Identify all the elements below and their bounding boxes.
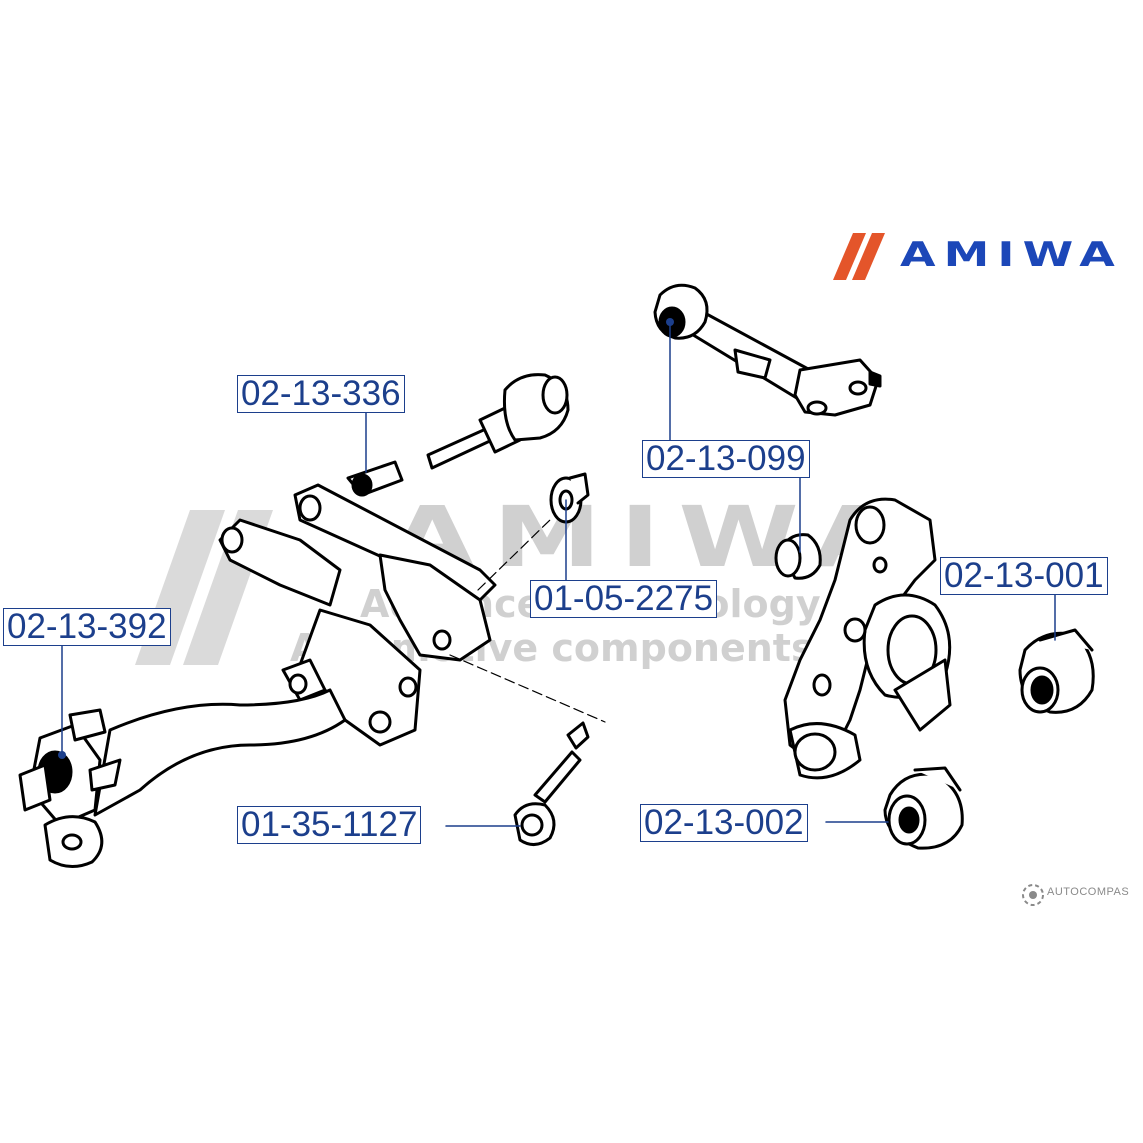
bushing-001: [1018, 628, 1095, 714]
brand-name: AMIWA: [900, 235, 1123, 275]
bolt-1127: [513, 721, 590, 846]
label-02-13-002: 02-13-002: [640, 804, 808, 842]
bushing-002: [883, 766, 964, 850]
leader-dots: [58, 318, 674, 759]
leader-lines: [61, 321, 1056, 827]
rear-knuckle: [783, 497, 952, 780]
autocompas-logo-icon: [1022, 884, 1044, 906]
label-01-05-2275: 01-05-2275: [530, 580, 718, 618]
bushing-with-bolt-336: [346, 373, 570, 497]
bushing-099: [774, 533, 822, 580]
trailing-arm-assembly: [18, 483, 497, 868]
label-02-13-099: 02-13-099: [642, 440, 810, 478]
label-02-13-392: 02-13-392: [3, 608, 171, 646]
credit-text: AUTOCOMPAS: [1047, 886, 1130, 898]
dashed-guide-lines: [449, 517, 606, 723]
label-02-13-336: 02-13-336: [237, 375, 405, 413]
label-02-13-001: 02-13-001: [940, 557, 1108, 595]
brand-logo-slashes: [833, 233, 885, 280]
upper-control-arm: [653, 283, 882, 417]
label-01-35-1127: 01-35-1127: [237, 806, 422, 844]
washer-2275: [549, 472, 590, 524]
